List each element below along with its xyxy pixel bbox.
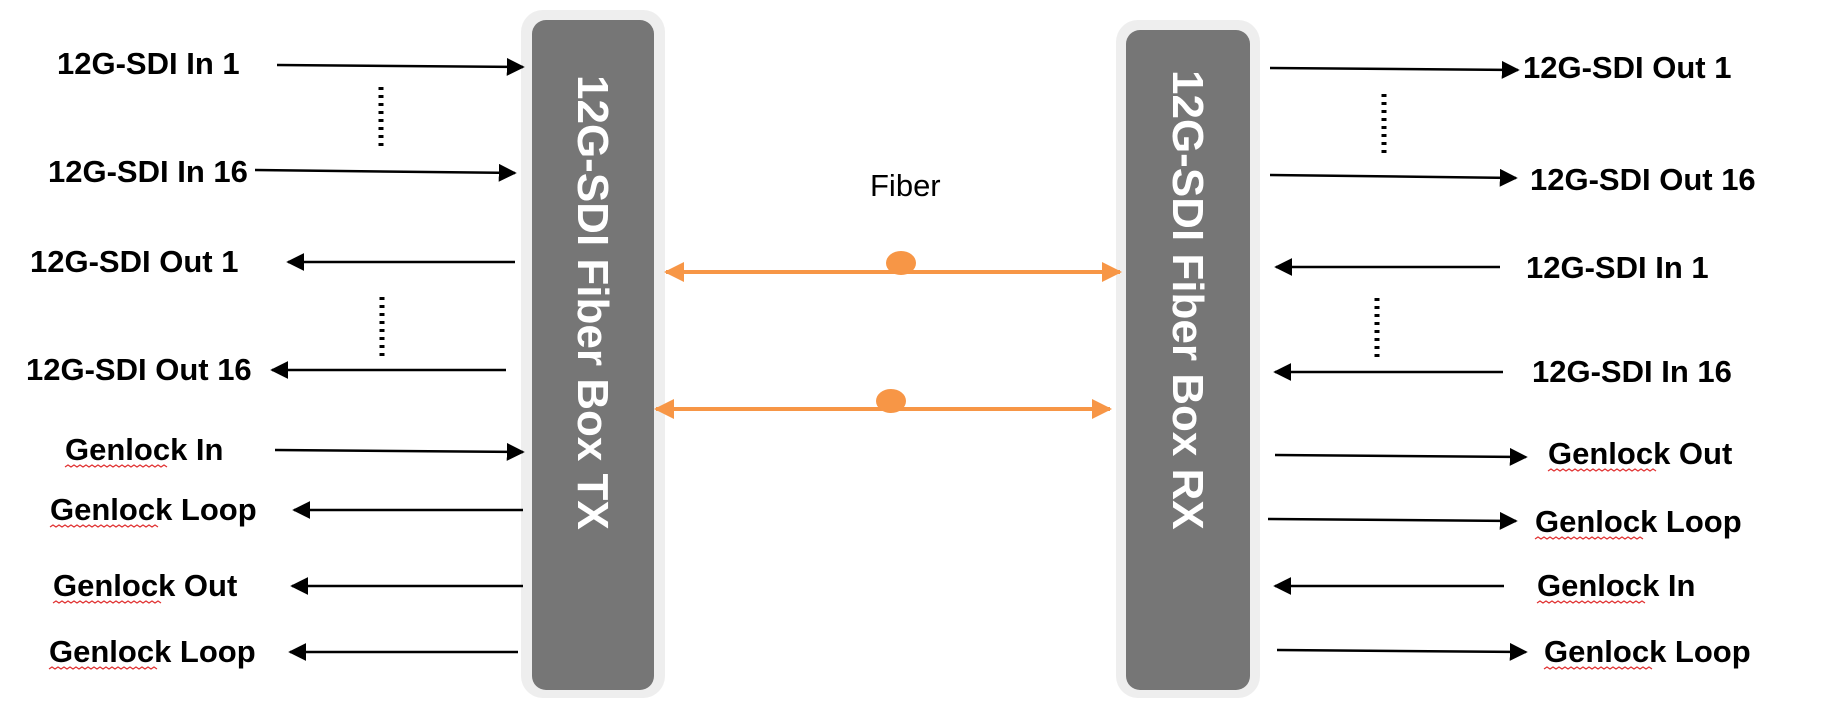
rx-port: Genlock Out — [1274, 436, 1732, 471]
squiggle — [1547, 468, 1657, 472]
fiber-links: Fiber — [654, 168, 1122, 419]
tx-port-label: Genlock In — [65, 432, 223, 467]
tx-port-label: 12G-SDI Out 16 — [26, 352, 252, 387]
squiggle — [1536, 600, 1646, 604]
tx-port-label: Genlock Loop — [49, 634, 256, 669]
rx-port-arrow — [1274, 447, 1528, 466]
rx-port-label: 12G-SDI In 1 — [1526, 250, 1709, 285]
rx-port: Genlock In — [1273, 568, 1695, 603]
tx-port: Genlock Out — [53, 568, 523, 603]
squiggle — [1534, 536, 1644, 540]
rx-port: 12G-SDI Out 16 — [1269, 162, 1756, 197]
rx-port-label: 12G-SDI Out 1 — [1523, 50, 1731, 85]
tx-box-title: 12G-SDI Fiber Box TX — [568, 75, 617, 530]
tx-box: 12G-SDI Fiber Box TX — [521, 10, 665, 698]
rx-port-arrow — [1269, 168, 1518, 187]
squiggle — [52, 600, 162, 604]
rx-port-arrow — [1276, 642, 1528, 661]
rx-port: Genlock Loop — [1267, 504, 1742, 539]
fiber-label: Fiber — [870, 168, 941, 203]
squiggle — [49, 524, 159, 528]
rx-port: 12G-SDI Out 1 — [1269, 50, 1731, 85]
tx-port-arrow — [254, 163, 517, 182]
fiber-connector-2 — [876, 389, 906, 413]
rx-port: 12G-SDI In 1 — [1274, 250, 1709, 285]
rx-box: 12G-SDI Fiber Box RX — [1116, 20, 1260, 698]
rx-port-label: 12G-SDI Out 16 — [1530, 162, 1756, 197]
rx-ports: 12G-SDI Out 1 12G-SDI Out 16 12G-SDI In … — [1267, 50, 1756, 669]
spellcheck-squiggles — [48, 464, 1657, 670]
rx-box-title: 12G-SDI Fiber Box RX — [1163, 70, 1212, 530]
rx-port: 12G-SDI In 16 — [1273, 354, 1732, 389]
tx-port-label: Genlock Out — [53, 568, 237, 603]
tx-port-label: Genlock Loop — [50, 492, 257, 527]
tx-port: Genlock Loop — [50, 492, 523, 527]
tx-box-body — [532, 20, 654, 690]
tx-port: 12G-SDI Out 16 — [26, 352, 506, 387]
tx-port-label: 12G-SDI In 1 — [57, 46, 240, 81]
tx-port-arrow — [276, 57, 525, 76]
rx-box-body — [1126, 30, 1250, 690]
rx-port-label: Genlock Out — [1548, 436, 1732, 471]
tx-port-label: 12G-SDI Out 1 — [30, 244, 238, 279]
tx-ports: 12G-SDI In 1 12G-SDI In 16 12G-SDI Out 1… — [26, 46, 525, 669]
rx-port-arrow — [1269, 60, 1520, 79]
fiber-connector-1 — [886, 251, 916, 275]
squiggle — [64, 464, 168, 468]
squiggle — [48, 666, 158, 670]
port-ellipses — [378, 87, 1387, 360]
tx-port: 12G-SDI Out 1 — [30, 244, 515, 279]
tx-port: 12G-SDI In 16 — [48, 154, 517, 189]
squiggle — [1543, 666, 1653, 670]
rx-port-label: Genlock In — [1537, 568, 1695, 603]
tx-port-arrow — [274, 442, 525, 461]
rx-port-label: 12G-SDI In 16 — [1532, 354, 1732, 389]
tx-port-label: 12G-SDI In 16 — [48, 154, 248, 189]
tx-port: Genlock Loop — [49, 634, 518, 669]
rx-port: Genlock Loop — [1276, 634, 1751, 669]
rx-port-label: Genlock Loop — [1535, 504, 1742, 539]
tx-port: 12G-SDI In 1 — [57, 46, 525, 81]
rx-port-arrow — [1267, 511, 1518, 530]
tx-port: Genlock In — [65, 432, 525, 467]
rx-port-label: Genlock Loop — [1544, 634, 1751, 669]
